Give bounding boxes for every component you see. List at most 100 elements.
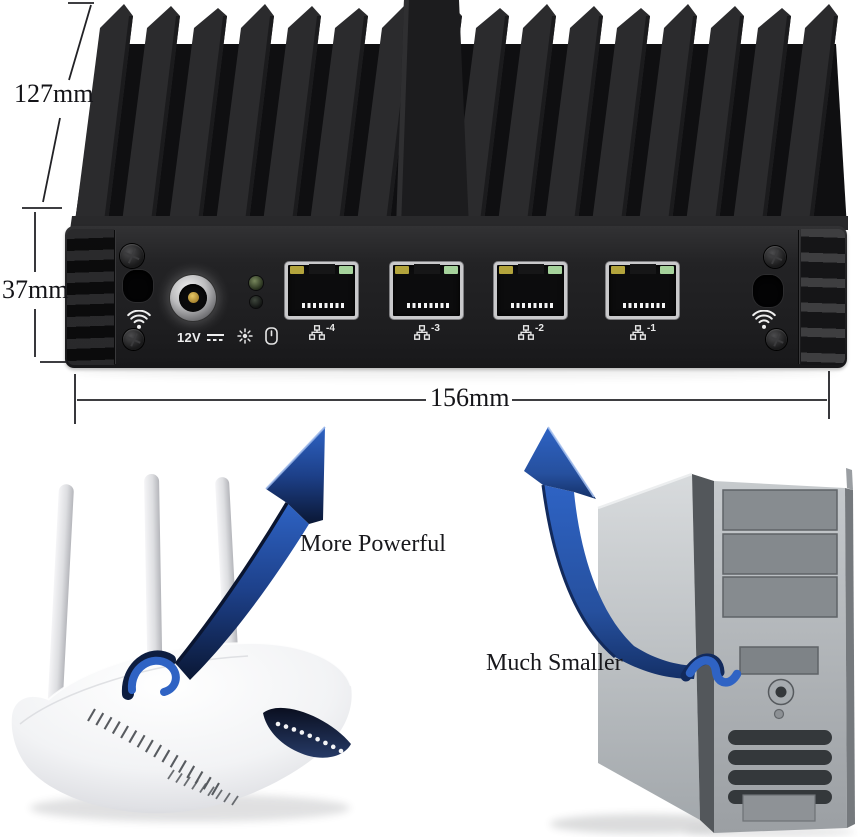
power-led-icon: [237, 328, 253, 344]
ethernet-port-4: [285, 262, 358, 319]
port-tab: [308, 264, 335, 274]
vent-line: [215, 789, 223, 800]
vent-line: [136, 734, 146, 748]
ethernet-port-1: [606, 262, 679, 319]
fin-shape: [544, 6, 603, 230]
panel-seam-left: [114, 230, 115, 364]
led-dot: [307, 733, 313, 739]
side-fin-ridges-left: [67, 229, 114, 365]
vent-line: [175, 772, 183, 783]
fin-shape: [638, 4, 697, 230]
fin-shape: [150, 16, 180, 230]
tower-shadow: [550, 814, 740, 834]
led-dot: [283, 724, 289, 729]
led-dot: [315, 736, 320, 742]
vent-line: [144, 739, 154, 753]
drive-bay: [722, 489, 838, 531]
vent-line: [87, 708, 96, 722]
port-tab: [517, 264, 544, 274]
port-led-yellow: [395, 266, 409, 274]
power-input-label: 12V: [177, 330, 225, 345]
vent-line: [120, 725, 129, 739]
fin-shape: [396, 0, 409, 228]
router-led-strip: [263, 707, 351, 758]
fin-shape: [215, 4, 274, 230]
port-led-green: [548, 266, 562, 274]
lan-port-icon: [518, 325, 534, 340]
vent-line: [169, 754, 179, 768]
vent-line: [186, 765, 196, 779]
port-led-yellow: [499, 266, 513, 274]
tower-front-pillar: [692, 474, 714, 833]
led-dot: [275, 721, 281, 727]
wifi-icon: [127, 310, 151, 329]
vent-line: [231, 795, 239, 806]
ethernet-port-3: [390, 262, 463, 319]
fin-shape: [591, 8, 650, 230]
fin-shape: [168, 8, 227, 230]
screw-top-left: [120, 244, 144, 268]
jack-pin: [188, 292, 199, 303]
dimension-fin-height: 127mm: [14, 79, 94, 108]
fin-shape: [396, 0, 469, 228]
fin-shape: [291, 16, 321, 230]
vent-line: [207, 786, 215, 797]
tower-side-panel: [598, 474, 700, 820]
screw-top-right: [764, 246, 786, 268]
arrow-curl: [127, 656, 180, 696]
antenna-hole-left: [123, 270, 153, 302]
antenna-hole-right: [753, 275, 783, 307]
arrow-up-left: [121, 426, 326, 700]
vent-line: [95, 712, 105, 726]
router-ridge: [19, 655, 249, 725]
fin-shape: [526, 16, 556, 230]
led-dot: [291, 727, 297, 732]
fin-shape: [685, 6, 744, 230]
vent-line: [211, 782, 220, 796]
dimension-width: 156mm: [430, 383, 510, 412]
fin-shape: [779, 4, 838, 230]
arrow-shaft: [543, 485, 696, 679]
vent-line: [199, 783, 207, 793]
dc-power-jack: [170, 275, 216, 321]
vent-line: [167, 769, 175, 780]
fin-shape: [309, 8, 368, 230]
led-dot: [299, 730, 305, 735]
port-tab: [413, 264, 440, 274]
port-led-yellow: [290, 266, 304, 274]
drive-bay: [722, 576, 838, 618]
led-dot: [330, 744, 336, 750]
tower-bottom-panel: [742, 794, 816, 822]
vent-line: [223, 792, 231, 803]
lan-port-icon: [630, 325, 646, 340]
side-fin-ridges-right: [801, 229, 845, 365]
screw-bottom-right: [766, 329, 787, 350]
caption-much-smaller: Much Smaller: [486, 650, 623, 676]
fin-shape: [103, 16, 133, 230]
led-dot: [338, 748, 344, 754]
power-label-text: 12V: [177, 330, 202, 345]
port-number: -2: [535, 323, 544, 334]
vent-line: [161, 749, 171, 763]
fin-shape: [620, 16, 650, 230]
fin-shape: [667, 16, 697, 230]
arrow-shaft-edge: [174, 502, 289, 666]
antenna: [45, 484, 74, 760]
caption-more-powerful: More Powerful: [300, 531, 446, 557]
fin-shape: [497, 4, 556, 230]
vent-line: [153, 744, 163, 758]
arrow-head: [524, 427, 596, 499]
device-front-panel: 12V: [65, 226, 847, 368]
port-pins: [302, 303, 346, 308]
arrow-head-highlight: [547, 426, 595, 498]
dc-voltage-icon: [207, 334, 225, 341]
small-drive-bay: [739, 646, 819, 675]
port-number: -4: [326, 323, 335, 334]
vent-line: [191, 779, 199, 790]
lan-port-icon: [309, 325, 325, 340]
ethernet-port-2: [494, 262, 567, 319]
drive-bay: [722, 533, 838, 575]
port-label-3: -3: [405, 323, 449, 340]
